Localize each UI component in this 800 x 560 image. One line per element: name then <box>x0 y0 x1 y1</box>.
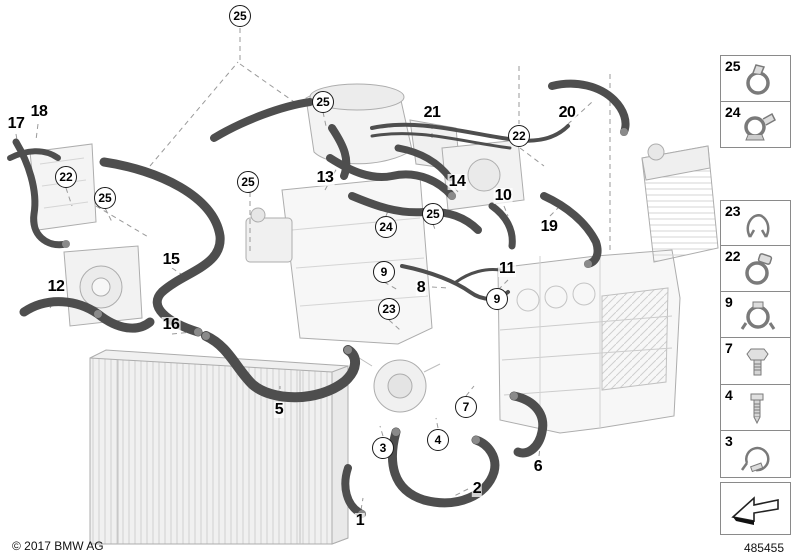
legend-item-number: 23 <box>725 203 741 219</box>
callout-8[interactable]: 8 <box>415 279 427 296</box>
band-clamp-icon <box>737 438 779 474</box>
callout-circled-22[interactable]: 22 <box>508 125 530 147</box>
callout-circled-23[interactable]: 23 <box>378 298 400 320</box>
callout-circled-24[interactable]: 24 <box>375 216 397 238</box>
callout-12[interactable]: 12 <box>46 278 66 295</box>
callout-18[interactable]: 18 <box>29 103 49 120</box>
callout-circled-9[interactable]: 9 <box>373 261 395 283</box>
legend-item-9[interactable]: 9 <box>720 291 791 338</box>
bracket-clamp-icon <box>737 108 779 144</box>
legend-item-22[interactable]: 22 <box>720 245 791 292</box>
callout-17[interactable]: 17 <box>6 115 26 132</box>
callout-1[interactable]: 1 <box>354 512 366 529</box>
callout-circled-9[interactable]: 9 <box>486 288 508 310</box>
callout-16[interactable]: 16 <box>161 316 181 333</box>
callout-11[interactable]: 11 <box>498 260 516 277</box>
legend-item-24[interactable]: 24 <box>720 101 791 148</box>
callout-19[interactable]: 19 <box>539 218 559 235</box>
legend-item-number: 25 <box>725 58 741 74</box>
callout-circled-7[interactable]: 7 <box>455 396 477 418</box>
pipe-clamp-icon <box>737 298 779 334</box>
spring-clip-icon <box>737 207 779 243</box>
callout-circled-25[interactable]: 25 <box>312 91 334 113</box>
callout-circled-25[interactable]: 25 <box>237 171 259 193</box>
legend-item-number: 3 <box>725 433 733 449</box>
ear-clamp-icon <box>737 252 779 288</box>
legend-item-23[interactable]: 23 <box>720 200 791 246</box>
callout-circled-22[interactable]: 22 <box>55 166 77 188</box>
hose-clamp-icon <box>737 62 779 98</box>
callout-circled-25[interactable]: 25 <box>94 187 116 209</box>
legend-item-3[interactable]: 3 <box>720 430 791 478</box>
callout-13[interactable]: 13 <box>315 169 335 186</box>
legend-item-number: 9 <box>725 294 733 310</box>
callout-circled-25[interactable]: 25 <box>422 203 444 225</box>
legend-item-number: 22 <box>725 248 741 264</box>
legend-panel: 25 24 23 22 9 7 4 3 <box>720 0 792 560</box>
callout-20[interactable]: 20 <box>557 104 577 121</box>
direction-arrow-icon <box>728 488 784 530</box>
callout-circled-3[interactable]: 3 <box>372 437 394 459</box>
callout-15[interactable]: 15 <box>161 251 181 268</box>
copyright-text: © 2017 BMW AG <box>12 539 104 553</box>
legend-item-number: 4 <box>725 387 733 403</box>
legend-item-25[interactable]: 25 <box>720 55 791 102</box>
callout-circled-4[interactable]: 4 <box>427 429 449 451</box>
callout-21[interactable]: 21 <box>422 104 442 121</box>
diagram-number: 485455 <box>743 541 784 555</box>
legend-direction-box <box>720 482 791 535</box>
callout-6[interactable]: 6 <box>532 458 544 475</box>
hex-screw-icon <box>737 345 779 381</box>
screw-icon <box>737 391 779 427</box>
legend-item-number: 24 <box>725 104 741 120</box>
callout-circled-25[interactable]: 25 <box>229 5 251 27</box>
callout-2[interactable]: 2 <box>471 480 483 497</box>
callout-10[interactable]: 10 <box>493 187 513 204</box>
callout-5[interactable]: 5 <box>273 401 285 418</box>
legend-item-4[interactable]: 4 <box>720 384 791 431</box>
callout-14[interactable]: 14 <box>447 173 467 190</box>
legend-item-number: 7 <box>725 340 733 356</box>
legend-item-7[interactable]: 7 <box>720 337 791 385</box>
